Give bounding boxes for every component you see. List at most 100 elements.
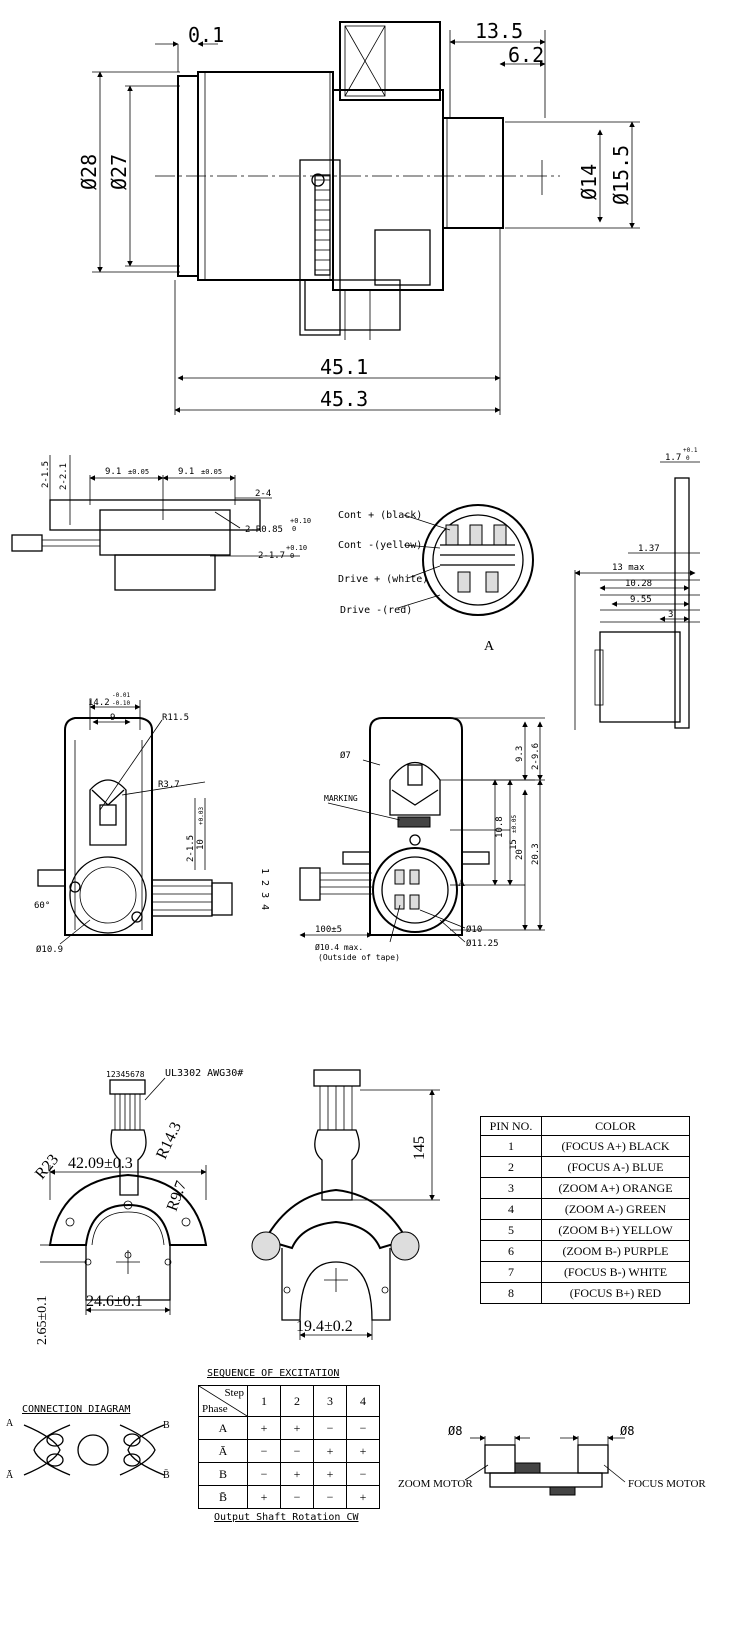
step-4: 4 xyxy=(346,1385,380,1417)
polarity-cell: + xyxy=(313,1462,347,1486)
pin-color: (FOCUS A+) BLACK xyxy=(541,1135,690,1157)
wire-drive-minus-label: Drive -(red) xyxy=(340,605,412,616)
polarity-cell: + xyxy=(346,1439,380,1463)
dim-14-2-dn: -0.10 xyxy=(112,700,130,707)
table-row: A++−− xyxy=(198,1416,380,1440)
dim-2-1-7: 2-1.7 xyxy=(258,551,285,561)
wiring-view-a: Cont + (black) Cont -(yellow) Drive + (w… xyxy=(338,504,534,654)
dim-d10-9: Ø10.9 xyxy=(36,944,63,955)
dim-0-1: 0.1 xyxy=(188,23,224,47)
dim-d15-5: Ø15.5 xyxy=(609,145,633,205)
dim-9-1-b: 9.1 xyxy=(178,467,194,477)
table-row: 5(ZOOM B+) YELLOW xyxy=(480,1219,690,1241)
pin-color: (FOCUS B+) RED xyxy=(541,1282,690,1304)
dim-d7: Ø7 xyxy=(340,750,351,761)
excitation-sequence-table: Step Phase 1 2 3 4 A++−−Ā−−++B−++−B̄+−−+ xyxy=(198,1385,380,1509)
dim-10-28: 10.28 xyxy=(625,579,652,589)
dim-2-1-7-dn: 0 xyxy=(290,552,294,560)
pin-number: 5 xyxy=(480,1219,542,1241)
polarity-cell: − xyxy=(346,1462,380,1486)
dim-2-r085: 2-R0.85 xyxy=(245,525,283,535)
main-view: 0.1 13.5 6.2 Ø28 Ø27 Ø14 Ø15.5 45.1 45.3 xyxy=(77,19,640,415)
dim-d11-25: Ø11.25 xyxy=(466,938,499,949)
dim-2-1-7-up: +0.10 xyxy=(286,544,307,552)
dim-14-2-up: -0.01 xyxy=(112,692,130,699)
table-row: 4(ZOOM A-) GREEN xyxy=(480,1198,690,1220)
dim-3: 3 xyxy=(668,610,673,620)
pin-color: (ZOOM B+) YELLOW xyxy=(541,1219,690,1241)
phase-label: Phase xyxy=(202,1403,228,1415)
dim-15-tol: ±0.05 xyxy=(511,815,518,833)
step-phase-header: Step Phase xyxy=(198,1385,248,1417)
pin-number: 3 xyxy=(480,1177,542,1199)
dim-2-1-5: 2-1.5 xyxy=(41,461,51,488)
dim-d28: Ø28 xyxy=(77,154,101,190)
dim-9-55: 9.55 xyxy=(630,595,652,605)
step-1: 1 xyxy=(247,1385,281,1417)
phase-cell: Ā xyxy=(198,1439,248,1463)
dim-d10-4max: Ø10.4 max. xyxy=(315,942,363,952)
dim-d14: Ø14 xyxy=(577,164,601,200)
front-view-right: 100±5 Ø7 MARKING 9.3 2-9.6 10.8 15 ±0.05… xyxy=(299,717,545,962)
zoom-motor-label: ZOOM MOTOR xyxy=(398,1478,473,1490)
dim-1-37: 1.37 xyxy=(638,544,660,554)
dim-13max: 13 max xyxy=(612,563,645,573)
table-row: B̄+−−+ xyxy=(198,1485,380,1509)
phase-cell: A xyxy=(198,1416,248,1440)
step-label: Step xyxy=(224,1387,244,1399)
polarity-cell: − xyxy=(313,1416,347,1440)
motor-layout: Ø8 Ø8 ZOOM MOTOR FOCUS MOTOR xyxy=(398,1424,706,1496)
polarity-cell: + xyxy=(313,1439,347,1463)
pin-number: 8 xyxy=(480,1282,542,1304)
pin-color: (ZOOM A+) ORANGE xyxy=(541,1177,690,1199)
pin-number: 4 xyxy=(480,1198,542,1220)
dim-9-3: 9.3 xyxy=(515,746,525,762)
polarity-cell: − xyxy=(247,1439,281,1463)
dim-19-4: 19.4±0.2 xyxy=(296,1318,353,1335)
dim-45-3: 45.3 xyxy=(320,387,368,411)
dim-9-1-a-tol: ±0.05 xyxy=(128,468,149,476)
polarity-cell: − xyxy=(247,1462,281,1486)
dim-r9-7: R9.7 xyxy=(164,1179,190,1214)
dim-9-1-a: 9.1 xyxy=(105,467,121,477)
dim-2-2-1: 2-2.1 xyxy=(59,463,69,490)
dim-1-7: 1.7 xyxy=(665,453,681,463)
color-header: COLOR xyxy=(541,1116,690,1136)
wire-drive-plus-label: Drive + (white) xyxy=(338,574,428,585)
dim-60deg: 60° xyxy=(34,901,50,911)
dim-10-tol: +0.03 xyxy=(198,807,205,825)
table-row: 2(FOCUS A-) BLUE xyxy=(480,1156,690,1178)
dim-outside-tape: (Outside of tape) xyxy=(318,953,400,962)
phase-cell: B xyxy=(198,1462,248,1486)
dim-20: 20 xyxy=(515,849,525,860)
dim-r23: R23 xyxy=(32,1151,62,1182)
wire-cont-minus-label: Cont -(yellow) xyxy=(338,540,422,551)
wire-cont-plus-label: Cont + (black) xyxy=(338,510,422,521)
table-row: 7(FOCUS B-) WHITE xyxy=(480,1261,690,1283)
polarity-cell: + xyxy=(346,1485,380,1509)
sequence-title: SEQUENCE OF EXCITATION xyxy=(207,1368,340,1379)
dim-9: 9 xyxy=(110,713,115,723)
conn-abar: Ā xyxy=(6,1470,14,1481)
table-row: B−++− xyxy=(198,1462,380,1486)
dim-10-8: 10.8 xyxy=(495,816,505,838)
dim-24-6: 24.6±0.1 xyxy=(86,1293,143,1310)
dim-r3-7: R3.7 xyxy=(158,780,180,790)
wire-pin-numbers: 12345678 xyxy=(106,1070,145,1079)
dim-d8-zoom: Ø8 xyxy=(448,1424,462,1438)
phase-cell: B̄ xyxy=(198,1485,248,1509)
pin-color: (FOCUS B-) WHITE xyxy=(541,1261,690,1283)
focus-motor-label: FOCUS MOTOR xyxy=(628,1478,706,1490)
dim-100-5: 100±5 xyxy=(315,925,342,935)
dim-2-65: 2.65±0.1 xyxy=(35,1295,50,1345)
pin-numbers: 1 2 3 4 xyxy=(259,868,270,910)
dim-2-9-6: 2-9.6 xyxy=(531,743,541,770)
view-a-label: A xyxy=(484,639,495,654)
step-3: 3 xyxy=(313,1385,347,1417)
dim-6-2: 6.2 xyxy=(508,43,544,67)
bottom-view-right: 145 19.4±0.2 xyxy=(251,1069,440,1340)
table-row: 1(FOCUS A+) BLACK xyxy=(480,1135,690,1157)
step-2: 2 xyxy=(280,1385,314,1417)
